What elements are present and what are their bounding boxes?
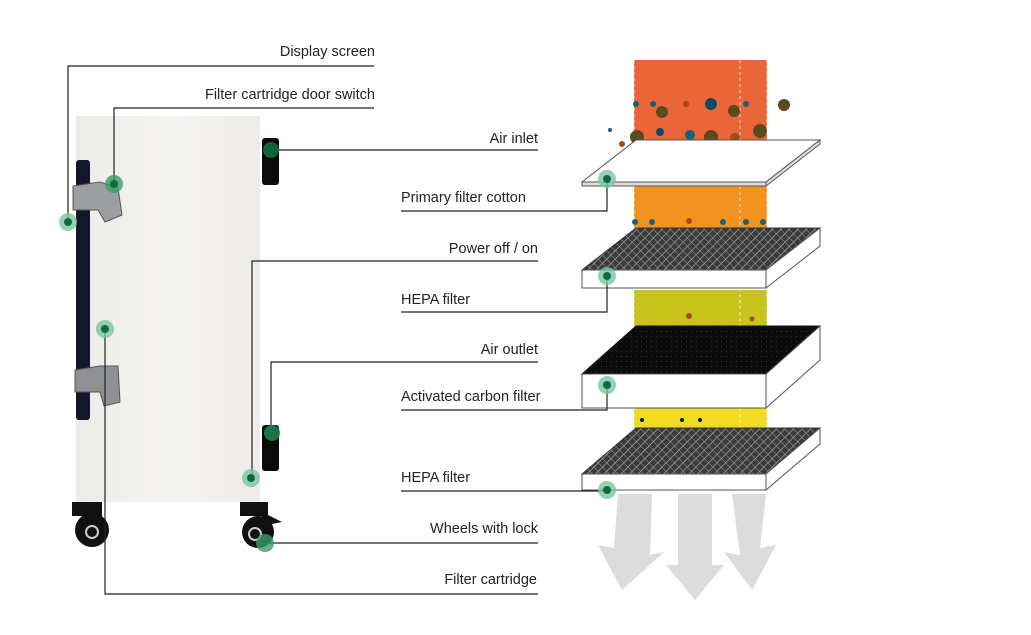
cabinet-body xyxy=(76,116,260,502)
label-filter-cartridge: Filter cartridge xyxy=(444,572,537,588)
primary-filter-cotton-layer xyxy=(580,138,822,188)
door-latch-lower xyxy=(74,365,121,407)
label-wheels: Wheels with lock xyxy=(430,521,538,537)
callout-markers xyxy=(59,142,616,552)
marker-carbon-filter xyxy=(598,376,616,394)
label-door-switch: Filter cartridge door switch xyxy=(204,87,375,103)
leader-air-outlet xyxy=(270,361,538,432)
marker-air-outlet xyxy=(264,425,280,441)
marker-power xyxy=(242,469,260,487)
stage4-air-stream xyxy=(634,405,767,431)
label-hepa-2: HEPA filter xyxy=(401,470,471,486)
clean-air-arrow-right xyxy=(724,494,776,590)
leader-door-switch xyxy=(113,107,374,185)
hepa-filter-layer-1 xyxy=(580,226,822,290)
marker-air-inlet xyxy=(263,142,279,158)
clean-air-arrows xyxy=(598,494,776,600)
marker-door-switch xyxy=(105,175,123,193)
clean-air-arrow-left xyxy=(598,494,664,590)
wheel-left xyxy=(72,502,109,547)
stage3-air-stream xyxy=(634,290,767,330)
hepa-filter-layer-2 xyxy=(580,426,822,492)
door-latch-upper xyxy=(72,181,123,223)
label-air-outlet: Air outlet xyxy=(480,342,538,358)
label-carbon-filter: Activated carbon filter xyxy=(401,389,541,405)
leader-filter-cartridge xyxy=(104,330,538,595)
marker-hepa-2 xyxy=(598,481,616,499)
marker-display-screen xyxy=(59,213,77,231)
marker-wheels xyxy=(256,534,274,552)
leader-display-screen xyxy=(67,65,374,220)
door-handle-bar xyxy=(76,160,90,420)
marker-filter-cartridge xyxy=(96,320,114,338)
pollutant-particles xyxy=(608,98,790,422)
label-air-inlet: Air inlet xyxy=(489,131,538,147)
leader-power xyxy=(251,260,538,478)
filter-stack xyxy=(580,60,822,600)
inlet-air-stream xyxy=(634,60,767,140)
marker-hepa-1 xyxy=(598,267,616,285)
label-hepa-1: HEPA filter xyxy=(401,292,471,308)
air-purifier-cabinet xyxy=(72,116,282,548)
label-primary-filter: Primary filter cotton xyxy=(401,190,526,206)
leader-lines xyxy=(67,65,608,595)
activated-carbon-filter-layer xyxy=(580,324,822,410)
marker-primary-filter xyxy=(598,170,616,188)
clean-air-arrow-middle xyxy=(666,494,724,600)
leader-primary-filter xyxy=(401,180,608,212)
label-display-screen: Display screen xyxy=(279,44,375,60)
label-power: Power off / on xyxy=(448,241,538,257)
leader-hepa-1 xyxy=(401,276,608,313)
stage2-air-stream xyxy=(634,186,767,232)
